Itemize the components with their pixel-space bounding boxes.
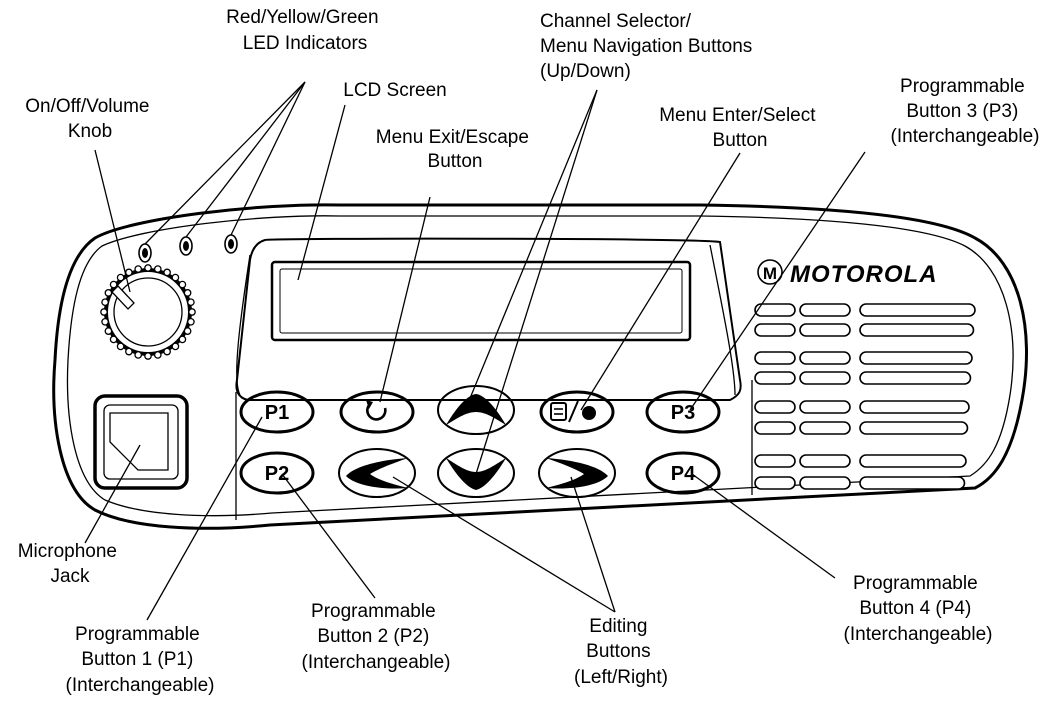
knob-tooth	[187, 317, 195, 326]
grille-slot	[859, 400, 970, 414]
knob-tooth	[116, 273, 125, 282]
knob-tooth	[178, 280, 187, 289]
led-indicators	[138, 234, 238, 263]
grille-slot	[859, 323, 975, 337]
p1-button-label: P1	[265, 402, 289, 424]
knob-tooth	[144, 264, 152, 272]
chevron-left-icon	[346, 458, 408, 489]
grille-slot	[859, 351, 973, 365]
knob-tooth	[163, 268, 171, 277]
p2-button[interactable]: P2	[239, 451, 315, 495]
label-p4: Programmable Button 4 (P4) (Interchangea…	[844, 573, 993, 645]
label-p3: Programmable Button 3 (P3) (Interchangea…	[891, 76, 1040, 147]
grille-slot	[754, 351, 796, 365]
edit-left-button[interactable]	[338, 448, 416, 498]
knob-tooth	[104, 289, 113, 297]
leader-lines	[84, 81, 866, 621]
label-volume-knob: On/Off/Volume Knob	[25, 96, 155, 142]
callout-labels: Red/Yellow/Green LED Indicators LCD Scre…	[18, 7, 1040, 696]
grille-slot	[799, 351, 851, 365]
knob-tooth	[153, 265, 162, 273]
knob-tooth	[188, 308, 196, 316]
p4-button[interactable]: P4	[645, 451, 721, 495]
microphone-jack[interactable]	[93, 394, 189, 490]
knob-tooth	[144, 352, 152, 360]
grille-slot	[799, 371, 851, 385]
knob-tooth	[171, 342, 180, 351]
grille-slot	[754, 303, 796, 317]
radio-body	[52, 203, 1028, 530]
p1-button[interactable]: P1	[239, 390, 315, 434]
motorola-logo: M MOTOROLA	[757, 259, 938, 288]
knob-tooth	[125, 347, 133, 356]
knob-tooth	[101, 317, 109, 326]
label-p1: Programmable Button 1 (P1) (Interchangea…	[66, 624, 215, 696]
knob-tooth	[171, 273, 180, 282]
knob-tooth	[125, 268, 133, 277]
grille-slot	[799, 421, 851, 435]
menu-select-icon	[550, 400, 596, 423]
label-led-indicators: Red/Yellow/Green LED Indicators	[226, 7, 384, 54]
p3-button[interactable]: P3	[645, 390, 721, 434]
edit-right-button[interactable]	[538, 448, 616, 498]
grille-slot	[799, 303, 851, 317]
grille-slot	[754, 476, 796, 490]
knob-tooth	[163, 347, 171, 356]
grille-slot	[754, 421, 796, 435]
chevron-up-icon	[446, 394, 506, 425]
p4-button-label: P4	[671, 463, 696, 485]
grille-slot	[799, 454, 851, 468]
grille-slot	[754, 454, 796, 468]
logo-letter: M	[763, 264, 777, 283]
knob-tooth	[183, 327, 192, 335]
knob-tooth	[183, 289, 192, 297]
knob-tooth	[134, 351, 143, 359]
p2-button-label: P2	[265, 463, 289, 485]
knob-tooth	[116, 342, 125, 351]
label-menu-enter: Menu Enter/Select Button	[659, 105, 821, 151]
label-p2: Programmable Button 2 (P2) (Interchangea…	[302, 601, 451, 673]
grille-slot	[859, 476, 966, 490]
label-menu-exit: Menu Exit/Escape Button	[376, 127, 534, 172]
label-editing-buttons: Editing Buttons (Left/Right)	[574, 616, 668, 688]
grille-slot	[799, 323, 851, 337]
grille-slot	[799, 476, 851, 490]
grille-slot	[859, 303, 976, 317]
keypad: P1 P3	[239, 385, 721, 498]
menu-enter-button[interactable]	[539, 390, 615, 434]
knob-tooth	[104, 327, 113, 335]
volume-knob[interactable]	[100, 264, 196, 360]
grille-slot	[754, 323, 796, 337]
menu-exit-button[interactable]	[339, 390, 415, 434]
grille-slot	[859, 454, 967, 468]
face-panel	[235, 237, 753, 520]
chevron-right-icon	[546, 458, 608, 489]
label-lcd-screen: LCD Screen	[343, 80, 447, 101]
speaker-grille	[754, 303, 976, 490]
channel-up-button[interactable]	[437, 385, 515, 435]
label-channel-selector: Channel Selector/ Menu Navigation Button…	[540, 11, 758, 82]
knob-tooth	[101, 298, 109, 307]
label-microphone-jack: Microphone Jack	[18, 541, 123, 587]
grille-slot	[754, 371, 796, 385]
grille-slot	[859, 421, 969, 435]
p3-button-label: P3	[671, 402, 695, 424]
knob-tooth	[187, 298, 195, 307]
brand-name: MOTOROLA	[790, 261, 938, 288]
knob-tooth	[100, 308, 108, 316]
grille-slot	[754, 400, 796, 414]
knob-tooth	[109, 335, 118, 344]
knob-tooth	[178, 335, 187, 344]
grille-slot	[859, 371, 972, 385]
grille-slot	[799, 400, 851, 414]
knob-tooth	[109, 280, 118, 289]
knob-tooth	[134, 265, 143, 273]
exit-arrow-icon	[366, 400, 387, 421]
knob-tooth	[153, 351, 162, 359]
lcd-screen	[270, 260, 692, 342]
